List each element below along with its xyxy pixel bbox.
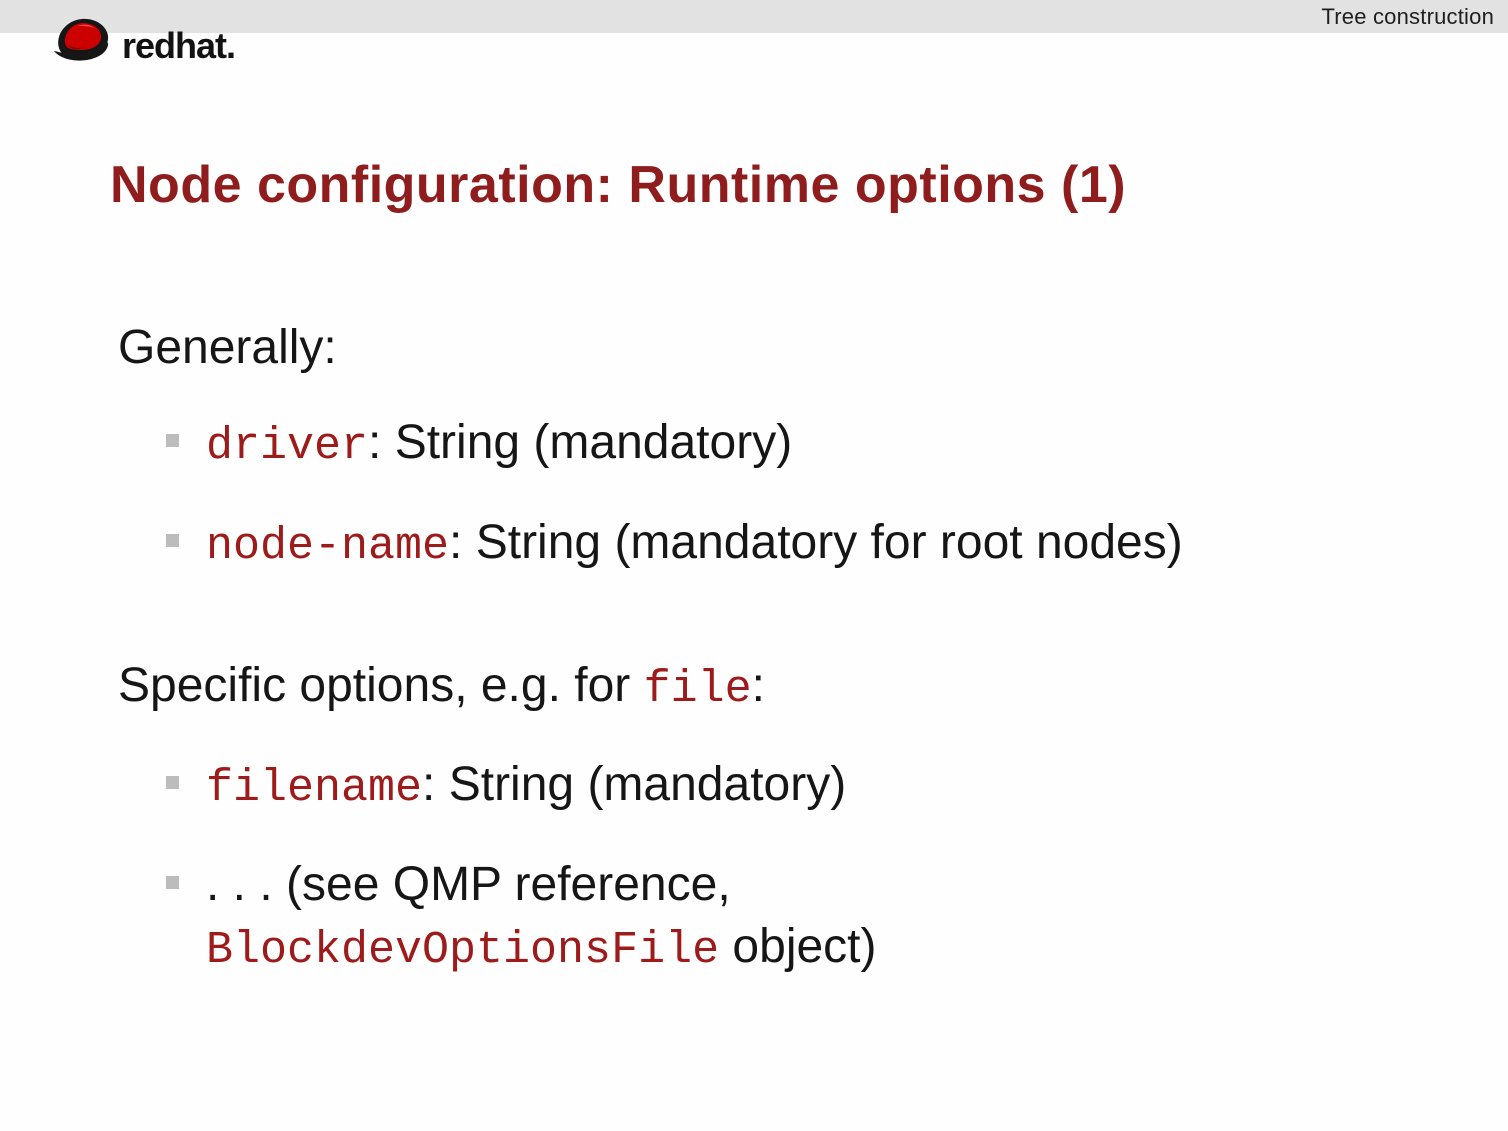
code-token: file [643, 664, 752, 715]
redhat-logo: redhat. [52, 14, 236, 68]
redhat-hat-icon [52, 14, 114, 68]
bullet-line: node-name: String (mandatory for root no… [206, 512, 1183, 578]
bullet-text: node-name: String (mandatory for root no… [206, 512, 1183, 578]
bullet-line: BlockdevOptionsFile object) [206, 916, 877, 982]
bullet-line: driver: String (mandatory) [206, 412, 792, 478]
code-token: BlockdevOptionsFile [206, 925, 720, 976]
bullet-text: filename: String (mandatory) [206, 754, 846, 820]
group-lead: Specific options, e.g. for file: [118, 656, 1418, 720]
bullet-marker [166, 434, 179, 447]
text-run: : String (mandatory) [422, 758, 847, 811]
bullet-marker [166, 776, 179, 789]
slide-body: Generally:driver: String (mandatory)node… [118, 318, 1418, 1060]
bullet-list: filename: String (mandatory) . . . (see Q… [118, 754, 1418, 982]
redhat-wordmark: redhat. [122, 25, 236, 68]
bullet-line: filename: String (mandatory) [206, 754, 846, 820]
bullet-item: driver: String (mandatory) [166, 412, 1418, 478]
text-run: Generally: [118, 321, 337, 374]
section-title: Tree construction [1321, 3, 1494, 29]
bullet-item: filename: String (mandatory) [166, 754, 1418, 820]
bullet-text: driver: String (mandatory) [206, 412, 792, 478]
code-token: filename [206, 763, 423, 814]
bullet-marker [166, 876, 179, 889]
bullet-item: . . . (see QMP reference,BlockdevOptions… [166, 854, 1418, 982]
code-token: driver [206, 421, 369, 472]
content-group: Specific options, e.g. for file: filename… [118, 656, 1418, 982]
slide-title: Node configuration: Runtime options (1) [110, 155, 1127, 214]
bullet-text: . . . (see QMP reference,BlockdevOptions… [206, 854, 877, 982]
section-header-bar: Tree construction [0, 0, 1508, 33]
text-run: : String (mandatory for root nodes) [449, 516, 1183, 569]
wordmark-red: red [122, 25, 176, 66]
text-run: Specific options, e.g. for [118, 659, 644, 712]
bullet-line: . . . (see QMP reference, [206, 854, 877, 916]
bullet-list: driver: String (mandatory)node-name: Str… [118, 412, 1418, 578]
content-group: Generally: driver: String (mandatory) node… [118, 318, 1418, 578]
group-lead: Generally: [118, 318, 1418, 378]
text-run: object) [719, 920, 877, 973]
text-run: : [751, 659, 765, 712]
bullet-item: node-name: String (mandatory for root no… [166, 512, 1418, 578]
text-run: : String (mandatory) [368, 416, 793, 469]
wordmark-hat: hat. [175, 25, 236, 66]
bullet-marker [166, 534, 179, 547]
text-run: . . . (see QMP reference, [206, 858, 731, 911]
code-token: node-name [206, 521, 450, 572]
